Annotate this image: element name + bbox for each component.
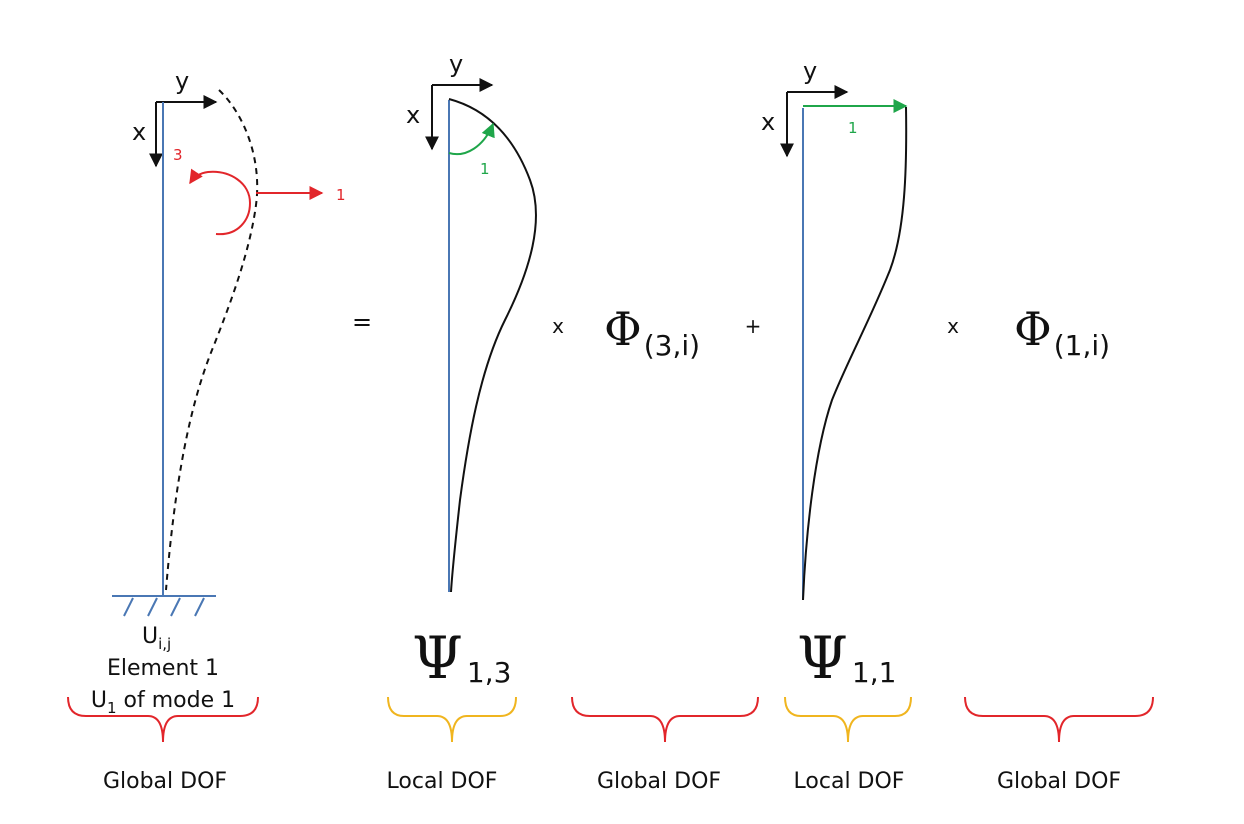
unit-translation-label: 1 bbox=[848, 119, 858, 137]
times-sign-1: x bbox=[552, 314, 564, 338]
brace-local-dof-2 bbox=[784, 696, 912, 743]
equals-sign: = bbox=[352, 308, 372, 336]
displacement-caption: Ui,j bbox=[142, 624, 171, 653]
braces bbox=[67, 696, 1154, 743]
brace-global-dof-3 bbox=[964, 696, 1154, 743]
brace-label-global-2: Global DOF bbox=[597, 769, 721, 794]
unit-rotation-label: 1 bbox=[480, 160, 490, 178]
element-caption: Element 1 bbox=[107, 656, 219, 681]
brace-local-dof-1 bbox=[387, 696, 517, 743]
plus-sign: + bbox=[745, 314, 762, 338]
axis-label-x: x bbox=[132, 118, 146, 146]
brace-label-local-2: Local DOF bbox=[794, 769, 905, 794]
axis-label-y: y bbox=[175, 67, 189, 95]
brace-labels: Global DOF Local DOF Global DOF Local DO… bbox=[103, 769, 1121, 794]
translation-dof-label: 1 bbox=[336, 186, 346, 204]
deformed-shape-dashed bbox=[165, 89, 259, 591]
brace-label-local-1: Local DOF bbox=[387, 769, 498, 794]
phi-1-i-symbol: Φ(1,i) bbox=[1014, 302, 1110, 362]
axis-label-x: x bbox=[406, 101, 420, 129]
brace-global-dof-2 bbox=[571, 696, 759, 743]
shape-function-curve bbox=[802, 106, 908, 601]
times-sign-2: x bbox=[947, 314, 959, 338]
shape-function-curve bbox=[448, 98, 537, 593]
fixed-support bbox=[112, 595, 216, 617]
mode-caption: U1 of mode 1 bbox=[91, 688, 235, 717]
unit-rotation-arrow bbox=[448, 122, 495, 156]
phi-3-i-symbol: Φ(3,i) bbox=[604, 302, 700, 362]
brace-global-dof-1 bbox=[67, 696, 259, 743]
global-element-figure: y x 1 3 Ui,j Element 1 U1 of mode 1 bbox=[91, 67, 346, 717]
rotation-dof-label: 3 bbox=[173, 146, 183, 164]
axis-label-y: y bbox=[449, 50, 463, 78]
rotation-dof-arrow bbox=[189, 168, 252, 236]
brace-label-global-3: Global DOF bbox=[997, 769, 1121, 794]
brace-label-global-1: Global DOF bbox=[103, 769, 227, 794]
axis-label-y: y bbox=[803, 57, 817, 85]
axis-label-x: x bbox=[761, 108, 775, 136]
